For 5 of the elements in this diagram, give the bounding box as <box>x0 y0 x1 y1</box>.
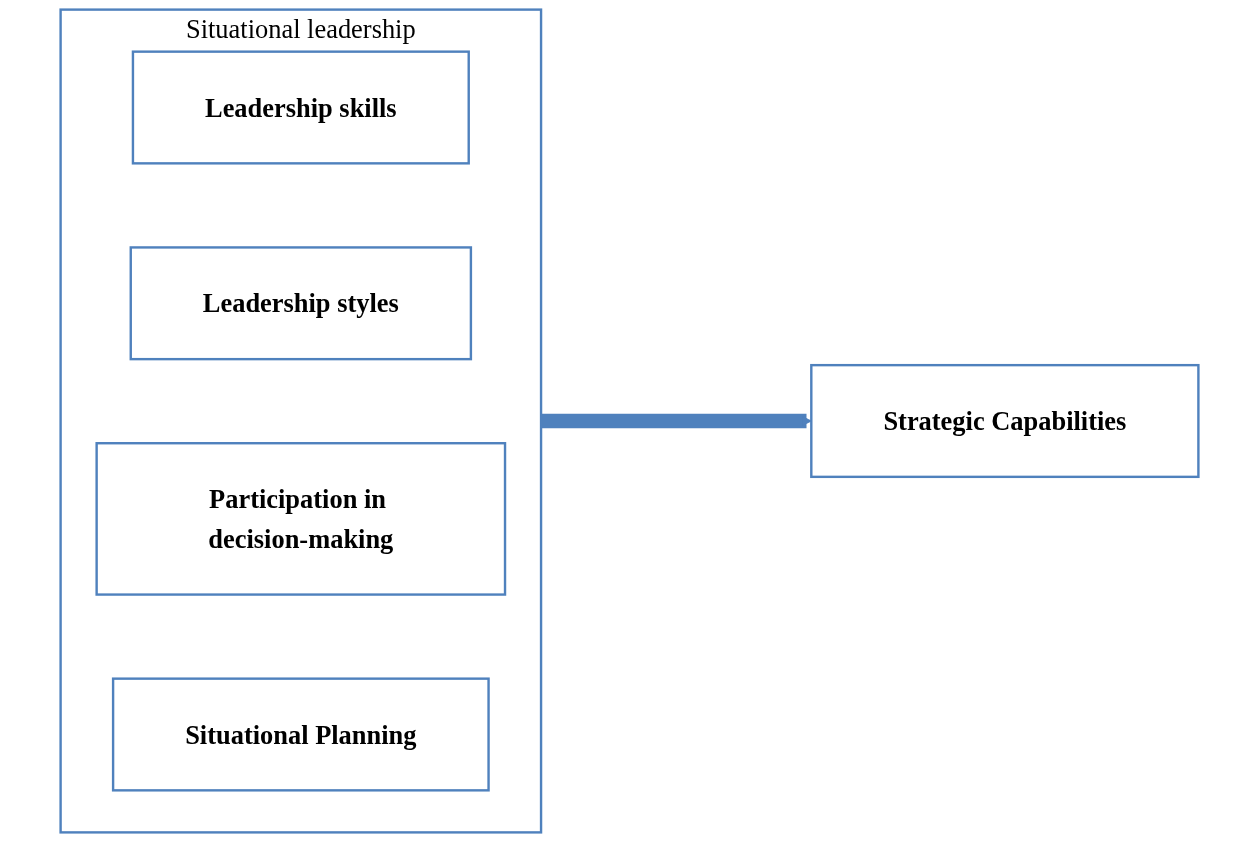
node-box: Strategic Capabilities <box>810 363 1200 479</box>
node-box: Situational Planning <box>111 677 490 792</box>
node-box: Participation in decision-making <box>95 442 507 596</box>
node-box: Leadership styles <box>129 246 473 361</box>
node-box: Leadership skills <box>131 50 470 165</box>
